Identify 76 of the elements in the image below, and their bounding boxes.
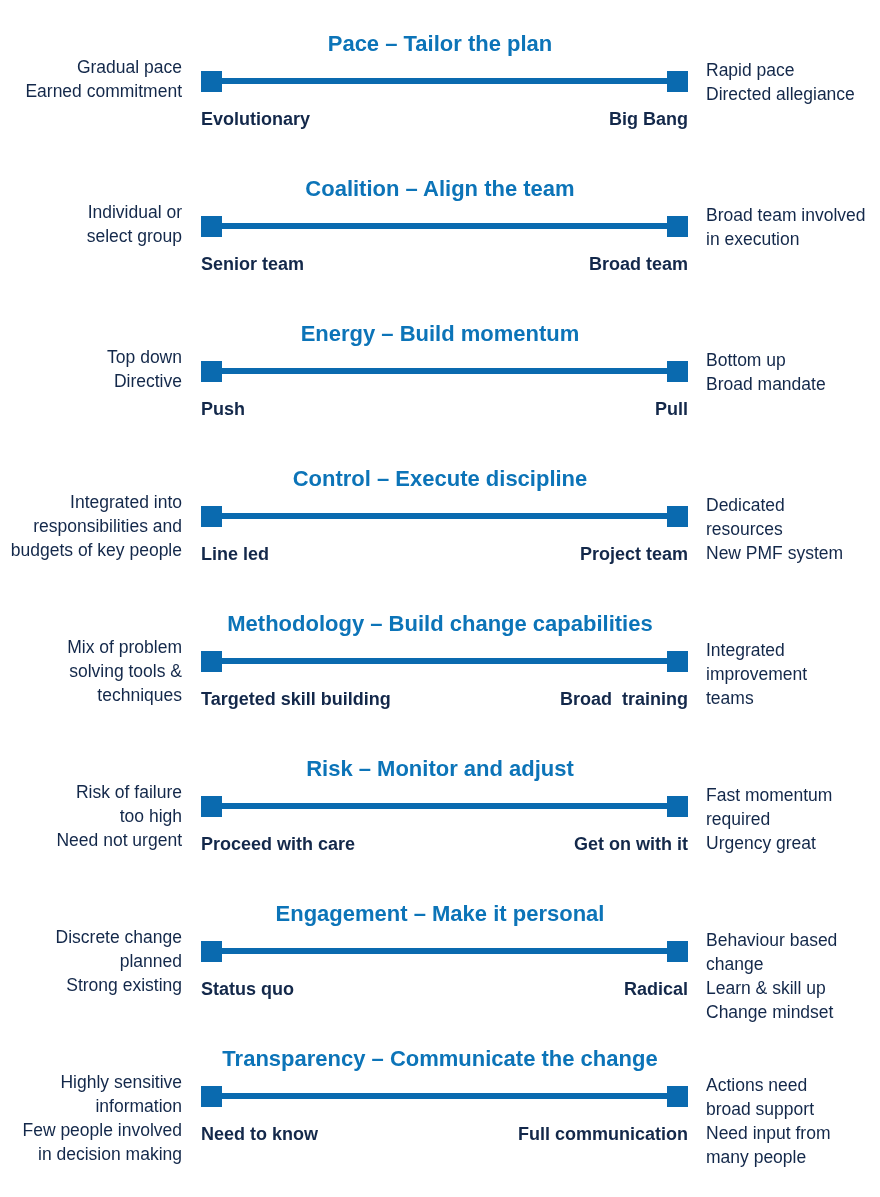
connector-line <box>222 223 667 229</box>
endpoint-square <box>201 360 222 382</box>
endpoint-label: Status quo <box>201 978 294 1001</box>
endpoint-description: Broad team involved in execution <box>706 204 867 251</box>
endpoint-square <box>667 70 688 92</box>
endpoint-square <box>667 1085 688 1107</box>
endpoint-label: Broad team <box>588 253 688 276</box>
section-title: Transparency – Communicate the change <box>222 1046 658 1071</box>
section-title: Risk – Monitor and adjust <box>306 756 574 781</box>
section-title: Methodology – Build change capabilities <box>227 611 653 636</box>
endpoint-square <box>201 70 222 92</box>
connector-line <box>222 803 667 809</box>
endpoint-label: Proceed with care <box>201 833 356 856</box>
endpoint-description: Earned commitment <box>24 80 182 103</box>
endpoint-description: Fast momentum required <box>706 784 834 831</box>
endpoint-description: Directed allegiance <box>706 83 856 106</box>
endpoint-label: Pull <box>655 398 688 421</box>
endpoint-label: Full communication <box>518 1123 688 1146</box>
section-title: Coalition – Align the team <box>305 176 575 201</box>
endpoint-label: Line led <box>201 543 269 566</box>
endpoint-description: Rapid pace <box>706 59 796 82</box>
section-title: Pace – Tailor the plan <box>327 31 553 56</box>
endpoint-square <box>201 940 222 962</box>
endpoint-square <box>667 505 688 527</box>
connector-line <box>222 658 667 664</box>
endpoint-description: Individual or select group <box>85 201 182 248</box>
endpoint-description: Bottom up <box>706 349 787 372</box>
endpoint-label: Targeted skill building <box>201 688 391 711</box>
endpoint-description: Need not urgent <box>55 829 182 852</box>
endpoint-description: Urgency great <box>706 832 817 855</box>
endpoint-square <box>201 215 222 237</box>
endpoint-label: Big Bang <box>609 108 688 131</box>
connector-line <box>222 948 667 954</box>
endpoint-description: Discrete change planned <box>54 926 182 973</box>
endpoint-label: Get on with it <box>574 833 688 856</box>
endpoint-description: Top down <box>106 346 182 369</box>
endpoint-description: Behaviour based change <box>706 929 839 976</box>
endpoint-square <box>667 360 688 382</box>
endpoint-description: Mix of problem solving tools & techniques <box>66 636 182 707</box>
endpoint-description: Risk of failure too high <box>75 781 182 828</box>
endpoint-description: Change mindset <box>706 1001 835 1024</box>
endpoint-description: Directive <box>112 370 182 393</box>
endpoint-square <box>667 940 688 962</box>
endpoint-square <box>201 1085 222 1107</box>
section-title: Energy – Build momentum <box>300 321 580 346</box>
endpoint-description: Integrated improvement teams <box>706 639 809 710</box>
endpoint-description: Actions need broad support <box>706 1074 815 1121</box>
endpoint-label: Push <box>201 398 245 421</box>
endpoint-description: Need input from many people <box>706 1122 832 1169</box>
endpoint-label: Senior team <box>201 253 305 276</box>
endpoint-description: Highly sensitive information <box>59 1071 182 1118</box>
endpoint-square <box>201 795 222 817</box>
section-title: Control – Execute discipline <box>292 466 588 491</box>
endpoint-description: New PMF system <box>706 542 845 565</box>
endpoint-square <box>201 650 222 672</box>
section-title: Engagement – Make it personal <box>275 901 605 926</box>
endpoint-description: Strong existing <box>65 974 182 997</box>
connector-line <box>222 78 667 84</box>
endpoint-square <box>667 795 688 817</box>
endpoint-description: Few people involved in decision making <box>21 1119 182 1166</box>
endpoint-label: Radical <box>623 978 688 1001</box>
endpoint-label: Need to know <box>201 1123 318 1146</box>
endpoint-description: Gradual pace <box>75 56 182 79</box>
endpoint-description: Broad mandate <box>706 373 827 396</box>
connector-line <box>222 1093 667 1099</box>
endpoint-square <box>667 215 688 237</box>
endpoint-description: Learn & skill up <box>706 977 827 1000</box>
endpoint-square <box>201 505 222 527</box>
endpoint-label: Evolutionary <box>201 108 311 131</box>
connector-line <box>222 368 667 374</box>
endpoint-description: Integrated into responsibilities and budgets of key people <box>9 491 182 562</box>
endpoint-description: Dedicated resources <box>706 494 786 541</box>
connector-line <box>222 513 667 519</box>
endpoint-square <box>667 650 688 672</box>
endpoint-label: Broad training <box>560 688 688 711</box>
endpoint-label: Project team <box>579 543 688 566</box>
